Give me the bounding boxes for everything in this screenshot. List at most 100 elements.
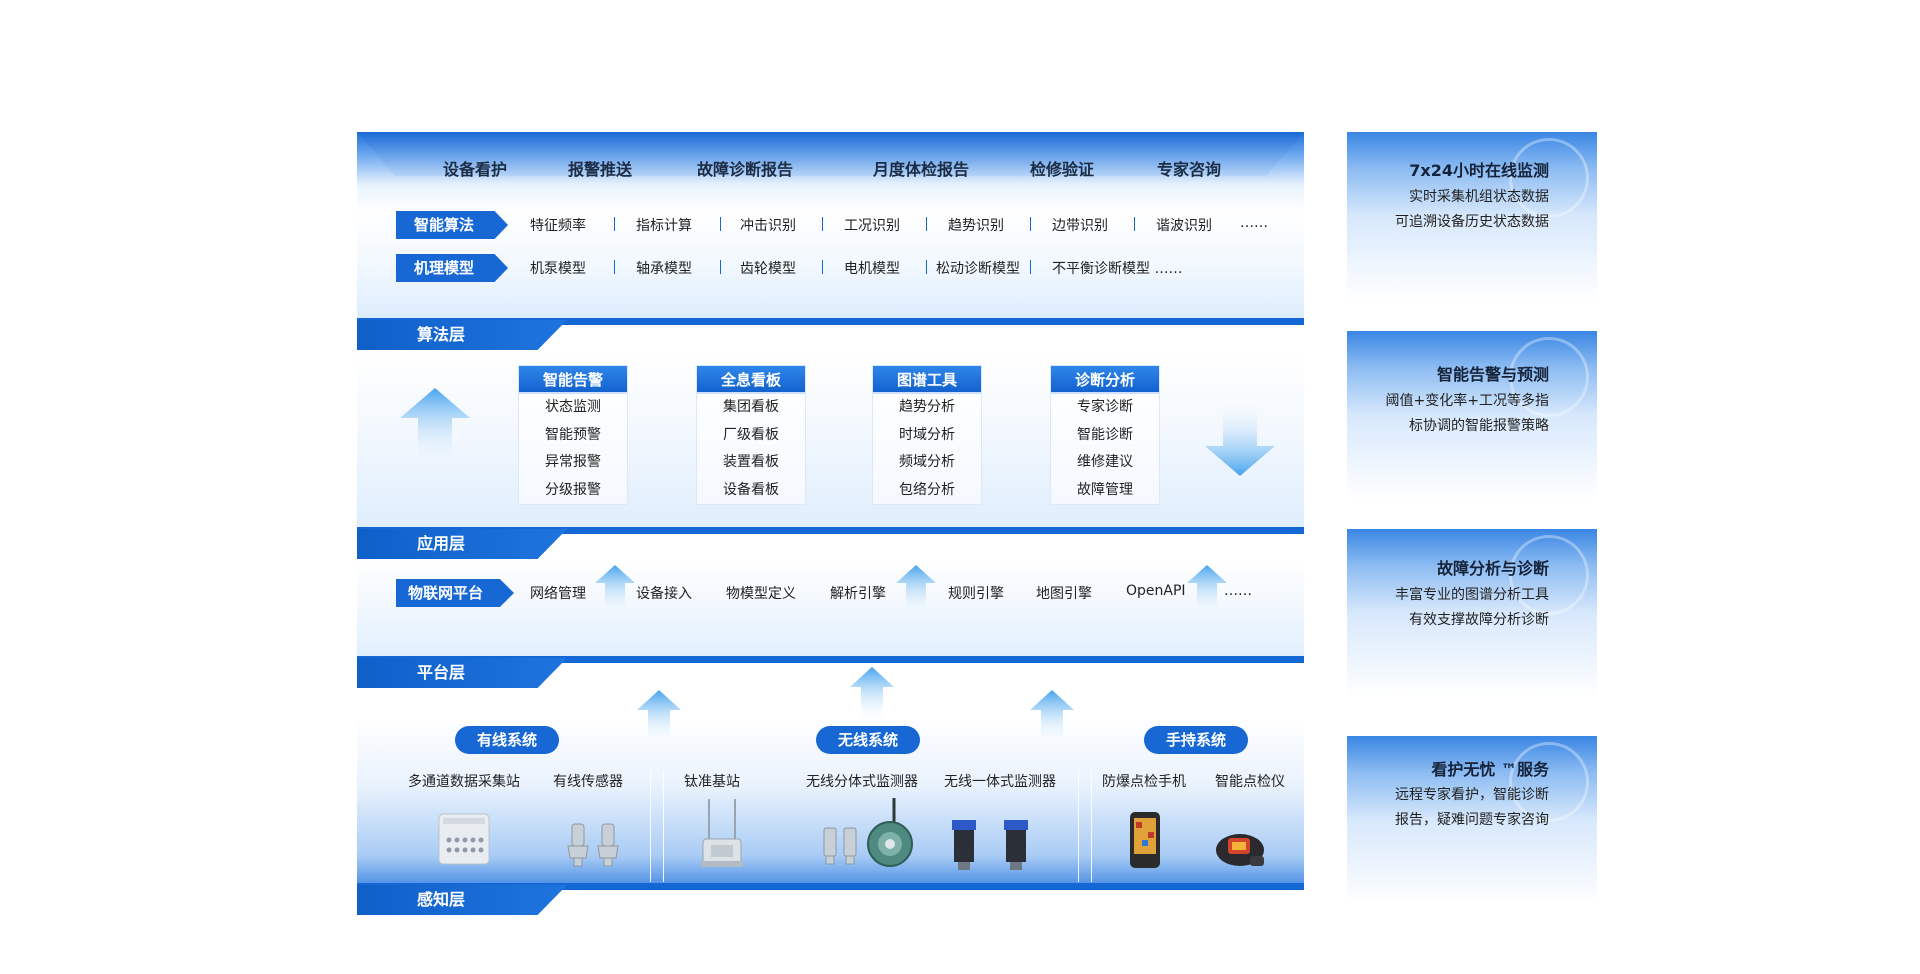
card-title: 诊断分析 — [1051, 366, 1159, 394]
side-card-line: 可追溯设备历史状态数据 — [1395, 214, 1549, 230]
card-item: 集团看板 — [723, 399, 779, 415]
wireless-integrated-monitor-icon — [952, 820, 1028, 870]
arrow-up-icon — [1030, 690, 1074, 746]
algo-item: 指标计算 — [636, 218, 692, 234]
card-item: 设备看板 — [723, 481, 779, 498]
smart-inspection-device-icon — [1216, 834, 1264, 866]
platform-layer-bar — [357, 656, 1304, 663]
sensing-layer-tag: 感知层 — [357, 885, 567, 915]
side-card-title: 故障分析与诊断 — [1436, 559, 1549, 578]
arrow-up-icon — [400, 388, 470, 466]
service-item: 设备看护 — [443, 160, 508, 179]
arrow-up-icon — [637, 690, 681, 746]
card-item: 故障管理 — [1077, 481, 1133, 498]
mech-item: 电机模型 — [844, 261, 900, 277]
algo-list: 特征频率 指标计算 冲击识别 工况识别 趋势识别 边带识别 谐波识别 …… — [530, 215, 1290, 235]
device-label: 钛准基站 — [684, 774, 740, 790]
side-card-title: 智能告警与预测 — [1436, 365, 1549, 384]
side-card-alarm-prediction: 智能告警与预测 阈值+变化率+工况等多指 标协调的智能报警策略 — [1347, 331, 1597, 499]
app-card-dashboard: 全息看板 集团看板 厂级看板 装置看板 设备看板 — [696, 365, 806, 505]
card-item: 异常报警 — [545, 454, 601, 470]
card-item: 专家诊断 — [1077, 399, 1133, 415]
side-card-line: 报告，疑难问题专家咨询 — [1395, 812, 1549, 828]
device-label: 多通道数据采集站 — [408, 774, 520, 790]
platform-item: …… — [1224, 583, 1252, 599]
platform-layer-panel — [357, 560, 1304, 660]
wired-sensor-icon — [567, 823, 619, 867]
algo-item: 特征频率 — [530, 218, 586, 234]
app-card-alarm: 智能告警 状态监测 智能预警 异常报警 分级报警 — [518, 365, 628, 505]
mech-item: 齿轮模型 — [740, 261, 796, 277]
arrow-up-icon — [850, 667, 894, 723]
device-label: 无线分体式监测器 — [806, 774, 918, 790]
side-card-line: 实时采集机组状态数据 — [1409, 189, 1549, 205]
application-layer-bar — [357, 527, 1304, 534]
algo-item: 工况识别 — [844, 218, 900, 234]
device-label: 有线传感器 — [553, 774, 623, 790]
platform-item: 物模型定义 — [726, 586, 796, 602]
service-item: 故障诊断报告 — [697, 160, 794, 179]
card-item: 趋势分析 — [899, 399, 955, 415]
algo-item: 谐波识别 — [1156, 218, 1212, 234]
algo-item: 边带识别 — [1052, 218, 1108, 234]
platform-item: 网络管理 — [530, 586, 586, 602]
platform-list: 网络管理 设备接入 物模型定义 解析引擎 规则引擎 地图引擎 OpenAPI …… — [530, 583, 1290, 603]
device-label: 防爆点检手机 — [1102, 774, 1186, 790]
card-item: 频域分析 — [899, 454, 955, 470]
card-item: 智能预警 — [545, 426, 601, 443]
device-label: 无线一体式监测器 — [944, 774, 1056, 790]
algo-item: …… — [1240, 215, 1268, 231]
service-item: 月度体检报告 — [873, 160, 970, 179]
arrow-up-icon — [1187, 565, 1227, 617]
platform-item: OpenAPI — [1126, 583, 1186, 599]
data-acquisition-station-icon — [438, 813, 490, 865]
arrow-up-icon — [595, 565, 635, 617]
handheld-system-pill: 手持系统 — [1144, 726, 1248, 754]
algorithm-layer-tag: 算法层 — [357, 320, 567, 350]
card-item: 分级报警 — [545, 481, 601, 498]
algo-item: 趋势识别 — [948, 218, 1004, 234]
wireless-split-monitor-icon — [867, 798, 913, 867]
card-item: 包络分析 — [899, 481, 955, 498]
mech-pill: 机理模型 — [396, 254, 508, 282]
application-layer-tag: 应用层 — [357, 529, 567, 559]
side-card-title: 7x24小时在线监测 — [1409, 161, 1549, 180]
side-card-line: 阈值+变化率+工况等多指 — [1385, 393, 1549, 409]
platform-item: 解析引擎 — [830, 586, 886, 602]
mech-item: 轴承模型 — [636, 261, 692, 277]
algorithm-layer-panel — [357, 132, 1304, 322]
card-title: 全息看板 — [697, 366, 805, 394]
service-item: 检修验证 — [1030, 160, 1095, 179]
side-card-line: 远程专家看护，智能诊断 — [1395, 787, 1549, 803]
side-card-worry-free-service: 看护无忧 ™服务 远程专家看护，智能诊断 报告，疑难问题专家咨询 — [1347, 736, 1597, 904]
mech-item: 不平衡诊断模型 …… — [1052, 261, 1183, 277]
card-item: 时域分析 — [899, 426, 955, 443]
wireless-system-pill: 无线系统 — [816, 726, 920, 754]
app-card-spectrum: 图谱工具 趋势分析 时域分析 频域分析 包络分析 — [872, 365, 982, 505]
side-card-line: 丰富专业的图谱分析工具 — [1395, 587, 1549, 603]
side-card-online-monitoring: 7x24小时在线监测 实时采集机组状态数据 可追溯设备历史状态数据 — [1347, 132, 1597, 300]
platform-item: 规则引擎 — [948, 586, 1004, 602]
mech-list: 机泵模型 轴承模型 齿轮模型 电机模型 松动诊断模型 不平衡诊断模型 …… — [530, 258, 1290, 278]
card-item: 厂级看板 — [723, 426, 779, 443]
service-row: 设备看护 报警推送 故障诊断报告 月度体检报告 检修验证 专家咨询 — [357, 156, 1304, 180]
side-card-fault-analysis: 故障分析与诊断 丰富专业的图谱分析工具 有效支撑故障分析诊断 — [1347, 529, 1597, 697]
card-title: 智能告警 — [519, 366, 627, 394]
card-item: 智能诊断 — [1077, 426, 1133, 443]
arrow-down-icon — [1205, 398, 1275, 476]
platform-item: 地图引擎 — [1036, 586, 1092, 602]
card-item: 状态监测 — [545, 399, 601, 415]
algo-item: 冲击识别 — [740, 218, 796, 234]
service-item: 报警推送 — [568, 160, 633, 179]
side-card-line: 标协调的智能报警策略 — [1409, 418, 1549, 434]
side-card-line: 有效支撑故障分析诊断 — [1409, 612, 1549, 628]
arrow-up-icon — [896, 565, 936, 617]
card-title: 图谱工具 — [873, 366, 981, 394]
wired-system-pill: 有线系统 — [455, 726, 559, 754]
app-card-diagnosis: 诊断分析 专家诊断 智能诊断 维修建议 故障管理 — [1050, 365, 1160, 505]
base-station-icon — [701, 799, 743, 867]
iot-platform-pill: 物联网平台 — [396, 579, 514, 607]
algorithm-layer-bar — [357, 318, 1304, 325]
mech-item: 松动诊断模型 — [936, 261, 1020, 277]
